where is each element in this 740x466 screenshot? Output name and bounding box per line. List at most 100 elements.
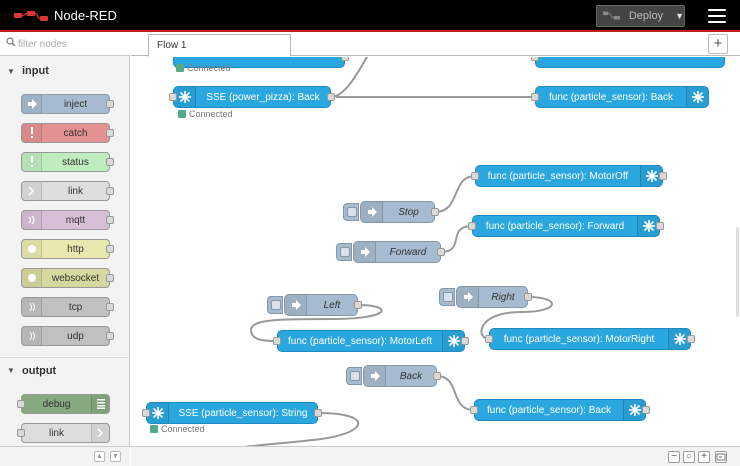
node-label: Forward (389, 246, 427, 258)
inject-trigger-button[interactable] (439, 288, 455, 306)
palette-node-label: link (48, 427, 64, 439)
palette-node-link-out[interactable]: link (17, 423, 110, 443)
output-port (642, 406, 650, 414)
main-menu-icon[interactable] (708, 9, 726, 23)
arrow-right-icon (22, 95, 42, 113)
zoom-reset-button[interactable]: ○ (683, 451, 695, 463)
input-port (531, 57, 539, 61)
input-port (273, 337, 281, 345)
add-flow-button[interactable]: + (708, 34, 728, 54)
palette-node-catch[interactable]: catch (21, 123, 114, 143)
node-label: SSE (particle_sensor): String (178, 407, 308, 419)
inject-trigger-button[interactable] (346, 367, 362, 385)
input-port (471, 172, 479, 180)
palette-node-label: websocket (51, 272, 100, 284)
search-icon (6, 37, 16, 47)
flow-node-inject-stop[interactable]: Stop (360, 201, 439, 223)
output-port (106, 129, 114, 137)
scrollbar-thumb[interactable] (736, 227, 739, 317)
palette-node-debug[interactable]: debug (17, 394, 110, 414)
canvas-scrollbar[interactable] (734, 57, 740, 446)
filter-nodes-input[interactable] (18, 35, 124, 53)
flow-node-func-forward[interactable]: func (particle_sensor): Forward (468, 215, 664, 237)
flow-node-inject-forward[interactable]: Forward (353, 241, 445, 263)
output-port (106, 303, 114, 311)
category-output-header[interactable]: ▼ output (0, 357, 129, 383)
category-label: input (22, 65, 49, 77)
flow-node-inject-back[interactable]: Back (363, 365, 441, 387)
flow-node-func-back-bottom[interactable]: func (particle_sensor): Back (470, 399, 650, 421)
palette-node-status[interactable]: status (21, 152, 114, 172)
output-port (327, 93, 335, 101)
output-port (433, 372, 441, 380)
spark-icon (147, 403, 169, 423)
deploy-button[interactable]: Deploy ▼ (596, 5, 685, 27)
palette-node-tcp[interactable]: tcp (21, 297, 114, 317)
inject-trigger-button[interactable] (267, 296, 283, 314)
inject-trigger-button[interactable] (343, 203, 359, 221)
palette-footer: ▲ ▼ (0, 446, 130, 466)
arrow-right-icon (354, 242, 376, 262)
chevron-down-icon: ▼ (7, 366, 15, 375)
flow-node-func-motorleft[interactable]: func (particle_sensor): MotorLeft (273, 330, 469, 352)
zoom-in-button[interactable]: + (698, 451, 710, 463)
output-port (106, 332, 114, 340)
workspace-footer: − ○ + (131, 446, 740, 466)
collapse-all-button[interactable]: ▲ (94, 451, 105, 462)
header-bar: Node-RED Deploy ▼ (0, 0, 740, 32)
flow-canvas[interactable]: Connected SSE (power_pizza): Back Connec… (131, 57, 734, 446)
output-port (524, 293, 532, 301)
flow-node-clipped-right[interactable] (531, 57, 725, 68)
palette-node-label: tcp (68, 301, 83, 313)
tab-flow-1[interactable]: Flow 1 (148, 34, 291, 57)
flow-node-inject-left[interactable]: Left (284, 294, 362, 316)
navigator-button[interactable] (715, 451, 727, 463)
palette-node-label: inject (63, 98, 88, 110)
spark-icon (174, 87, 196, 107)
palette-node-websocket[interactable]: websocket (21, 268, 114, 288)
palette-node-http[interactable]: http (21, 239, 114, 259)
link-in-icon (22, 182, 42, 200)
arrow-right-icon (364, 366, 386, 386)
node-label: func (particle_sensor): Back (549, 91, 673, 103)
inject-trigger-button[interactable] (336, 243, 352, 261)
palette-node-label: status (62, 156, 89, 168)
flow-node-clipped-left[interactable] (173, 57, 349, 68)
arrow-right-icon (457, 287, 479, 307)
palette-node-inject[interactable]: inject (21, 94, 114, 114)
palette-node-link[interactable]: link (21, 181, 114, 201)
spark-icon (668, 329, 690, 349)
expand-all-button[interactable]: ▼ (110, 451, 121, 462)
output-port (106, 158, 114, 166)
palette-node-udp[interactable]: udp (21, 326, 114, 346)
flow-node-sse-string[interactable]: SSE (particle_sensor): String (142, 402, 322, 424)
palette-node-mqtt[interactable]: mqtt (21, 210, 114, 230)
input-port (485, 335, 493, 343)
spark-icon (637, 216, 659, 236)
output-port (106, 100, 114, 108)
zoom-out-button[interactable]: − (668, 451, 680, 463)
spark-icon (640, 166, 662, 186)
node-label: func (particle_sensor): Forward (485, 220, 625, 232)
input-port (142, 409, 150, 417)
flow-node-inject-right[interactable]: Right (456, 286, 532, 308)
node-palette: ▼ input inject catch status (0, 32, 130, 466)
input-port (531, 93, 539, 101)
node-label: Left (323, 299, 341, 311)
palette-node-label: catch (63, 127, 88, 139)
status-text: Connected (189, 109, 233, 119)
deploy-dropdown-icon[interactable]: ▼ (675, 11, 684, 21)
globe-icon (22, 269, 42, 287)
deploy-icon (603, 11, 620, 20)
flow-node-func-motorright[interactable]: func (particle_sensor): MotorRight (485, 328, 695, 350)
category-input-header[interactable]: ▼ input (0, 58, 129, 84)
flow-node-func-back-top[interactable]: func (particle_sensor): Back (531, 86, 709, 108)
flow-node-sse-power-pizza[interactable]: SSE (power_pizza): Back (169, 86, 335, 108)
category-label: output (22, 364, 57, 377)
output-port (106, 274, 114, 282)
alert-icon (22, 153, 42, 171)
node-status-connected: Connected (176, 63, 231, 73)
status-text: Connected (161, 424, 205, 434)
flow-node-func-motoroff[interactable]: func (particle_sensor): MotorOff (471, 165, 667, 187)
